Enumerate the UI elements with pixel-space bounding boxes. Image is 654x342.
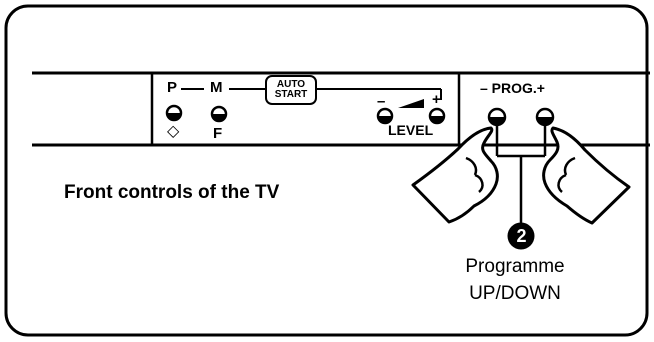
- f-label: F: [213, 125, 223, 142]
- auto-start-line1: AUTO: [276, 79, 306, 90]
- auto-start-button-label: AUTO START: [266, 80, 316, 100]
- callout-badge: [507, 222, 535, 250]
- callout-bracket: [495, 126, 547, 224]
- m-knob: [210, 105, 228, 123]
- callout-label-line1: Programme: [465, 256, 565, 277]
- level-plus-knob: [428, 107, 446, 125]
- callout-label-line2: UP/DOWN: [469, 283, 561, 304]
- level-minus-knob: [376, 107, 394, 125]
- p-knob: [165, 104, 183, 122]
- level-minus-label: –: [377, 93, 386, 110]
- left-pointing-hand: [411, 126, 499, 224]
- m-label: M: [210, 79, 223, 96]
- right-pointing-hand: [542, 126, 631, 225]
- prog-plus-knob: [535, 107, 555, 127]
- prog-label: – PROG.+: [480, 80, 545, 96]
- caption-front-controls: Front controls of the TV: [64, 182, 280, 203]
- auto-start-line2: START: [274, 89, 308, 100]
- p-label: P: [167, 79, 178, 96]
- level-wedge: [398, 99, 424, 108]
- auto-start-box: [265, 75, 317, 105]
- callout-label: Programme UP/DOWN: [430, 253, 600, 307]
- prog-minus-knob: [487, 107, 507, 127]
- level-plus-label: +: [432, 91, 441, 108]
- outer-frame: [4, 4, 649, 337]
- diamond-symbol: ◇: [167, 123, 180, 140]
- callout-number: 2: [516, 226, 527, 246]
- level-label: LEVEL: [388, 122, 434, 138]
